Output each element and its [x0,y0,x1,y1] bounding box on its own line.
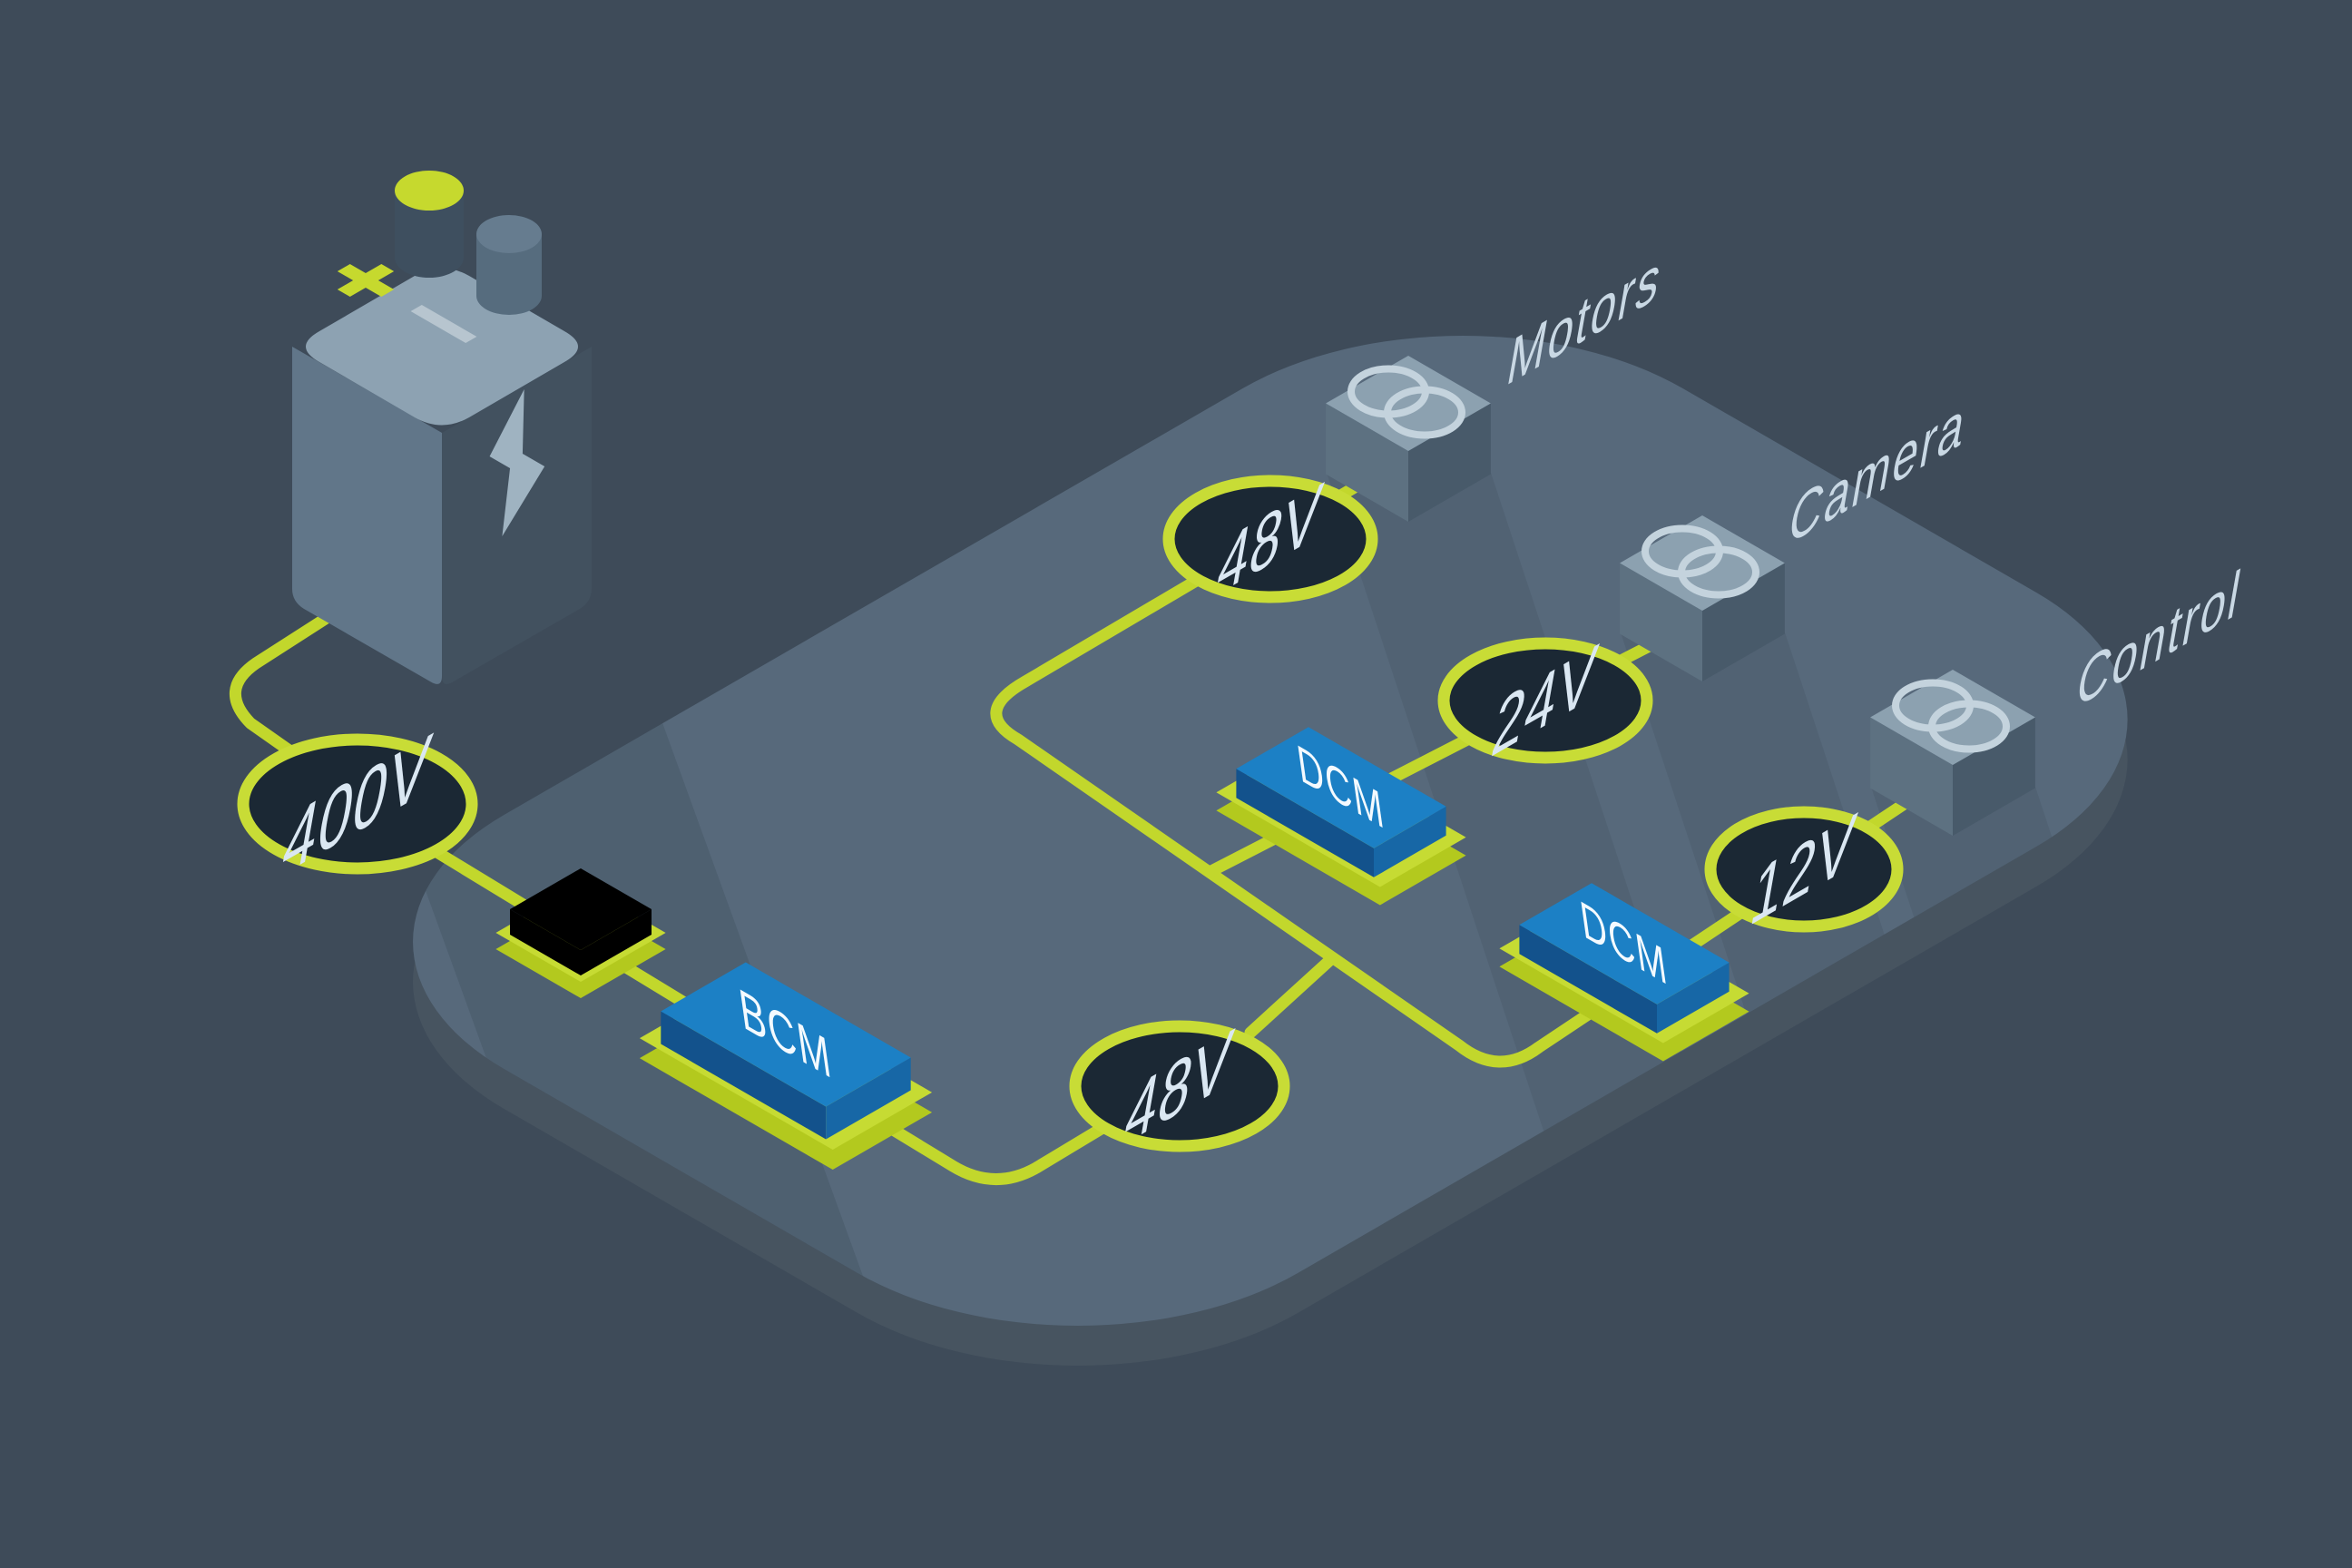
node-48v-motors-ellipse [1162,475,1378,603]
negative-terminal-top [476,215,542,253]
device-camera [1620,515,1785,681]
voltage-node-24v: 24V [1437,625,1653,776]
wire-48v-bus-to-trunk [1244,952,1338,1039]
control-ring-2 [1928,700,2010,753]
bcm-right-face [826,1057,911,1140]
negative-terminal-side [476,234,542,315]
device-motors [1326,356,1491,522]
node-400v-ellipse [237,733,478,875]
voltage-node-48v-main: 48V [1069,1009,1290,1163]
battery-negative-terminal [476,215,542,315]
motors-left-face [1326,403,1408,522]
control-left-face [1870,717,1953,836]
bcm-left-face [661,1011,827,1140]
positive-terminal-top [395,171,464,211]
control-right-face [1953,717,2035,836]
camera-rings-icon [1642,524,1759,599]
camera-right-face [1702,563,1785,681]
dcm24-top-face [1236,727,1446,848]
node-12v-ellipse [1704,806,1904,933]
minus-icon [410,305,477,343]
motors-top-face [1326,356,1491,451]
voltage-node-400v: 400V [237,712,478,896]
voltage-node-48v-motors: 48V [1162,464,1378,614]
plus-icon [337,264,395,297]
bcm-top-face [661,962,911,1107]
battery-left-face [292,347,442,684]
control-rings-icon [1892,679,2010,753]
dcm24-left-face [1236,769,1374,877]
motor-ring-2 [1384,386,1465,439]
wire-battery-to-400v [230,587,371,770]
dcm12-right-face [1657,962,1730,1034]
node-48v-main-ellipse [1069,1020,1290,1152]
voltage-node-12v: 12V [1704,794,1904,945]
positive-terminal-side [395,191,464,278]
connector-left-face [510,909,581,975]
battery-positive-terminal [395,171,464,278]
dcm-module-24v: DCM [1216,727,1466,906]
camera-ring-2 [1678,545,1759,599]
dcm12-top-face [1519,883,1730,1004]
wire-400v-to-48v-bus [411,834,1132,1185]
junction-connector [495,868,666,998]
dcm12-left-face [1519,925,1657,1034]
camera-top-face [1620,515,1785,611]
battery [292,171,592,684]
wire-trunk-motors-to-control [990,455,1912,1068]
lightning-bolt-icon [489,389,545,536]
bcm-module: BCM [639,962,933,1171]
connector-right-face [581,909,652,975]
battery-right-face [442,347,592,684]
dcm24-right-face [1374,806,1446,877]
node-24v-ellipse [1437,637,1653,764]
motors-right-face [1408,403,1491,522]
motor-rings-icon [1348,365,1465,439]
device-control [1870,670,2035,836]
dcm-module-12v: DCM [1499,883,1749,1062]
connector-top-face [510,868,652,950]
camera-left-face [1620,563,1702,681]
